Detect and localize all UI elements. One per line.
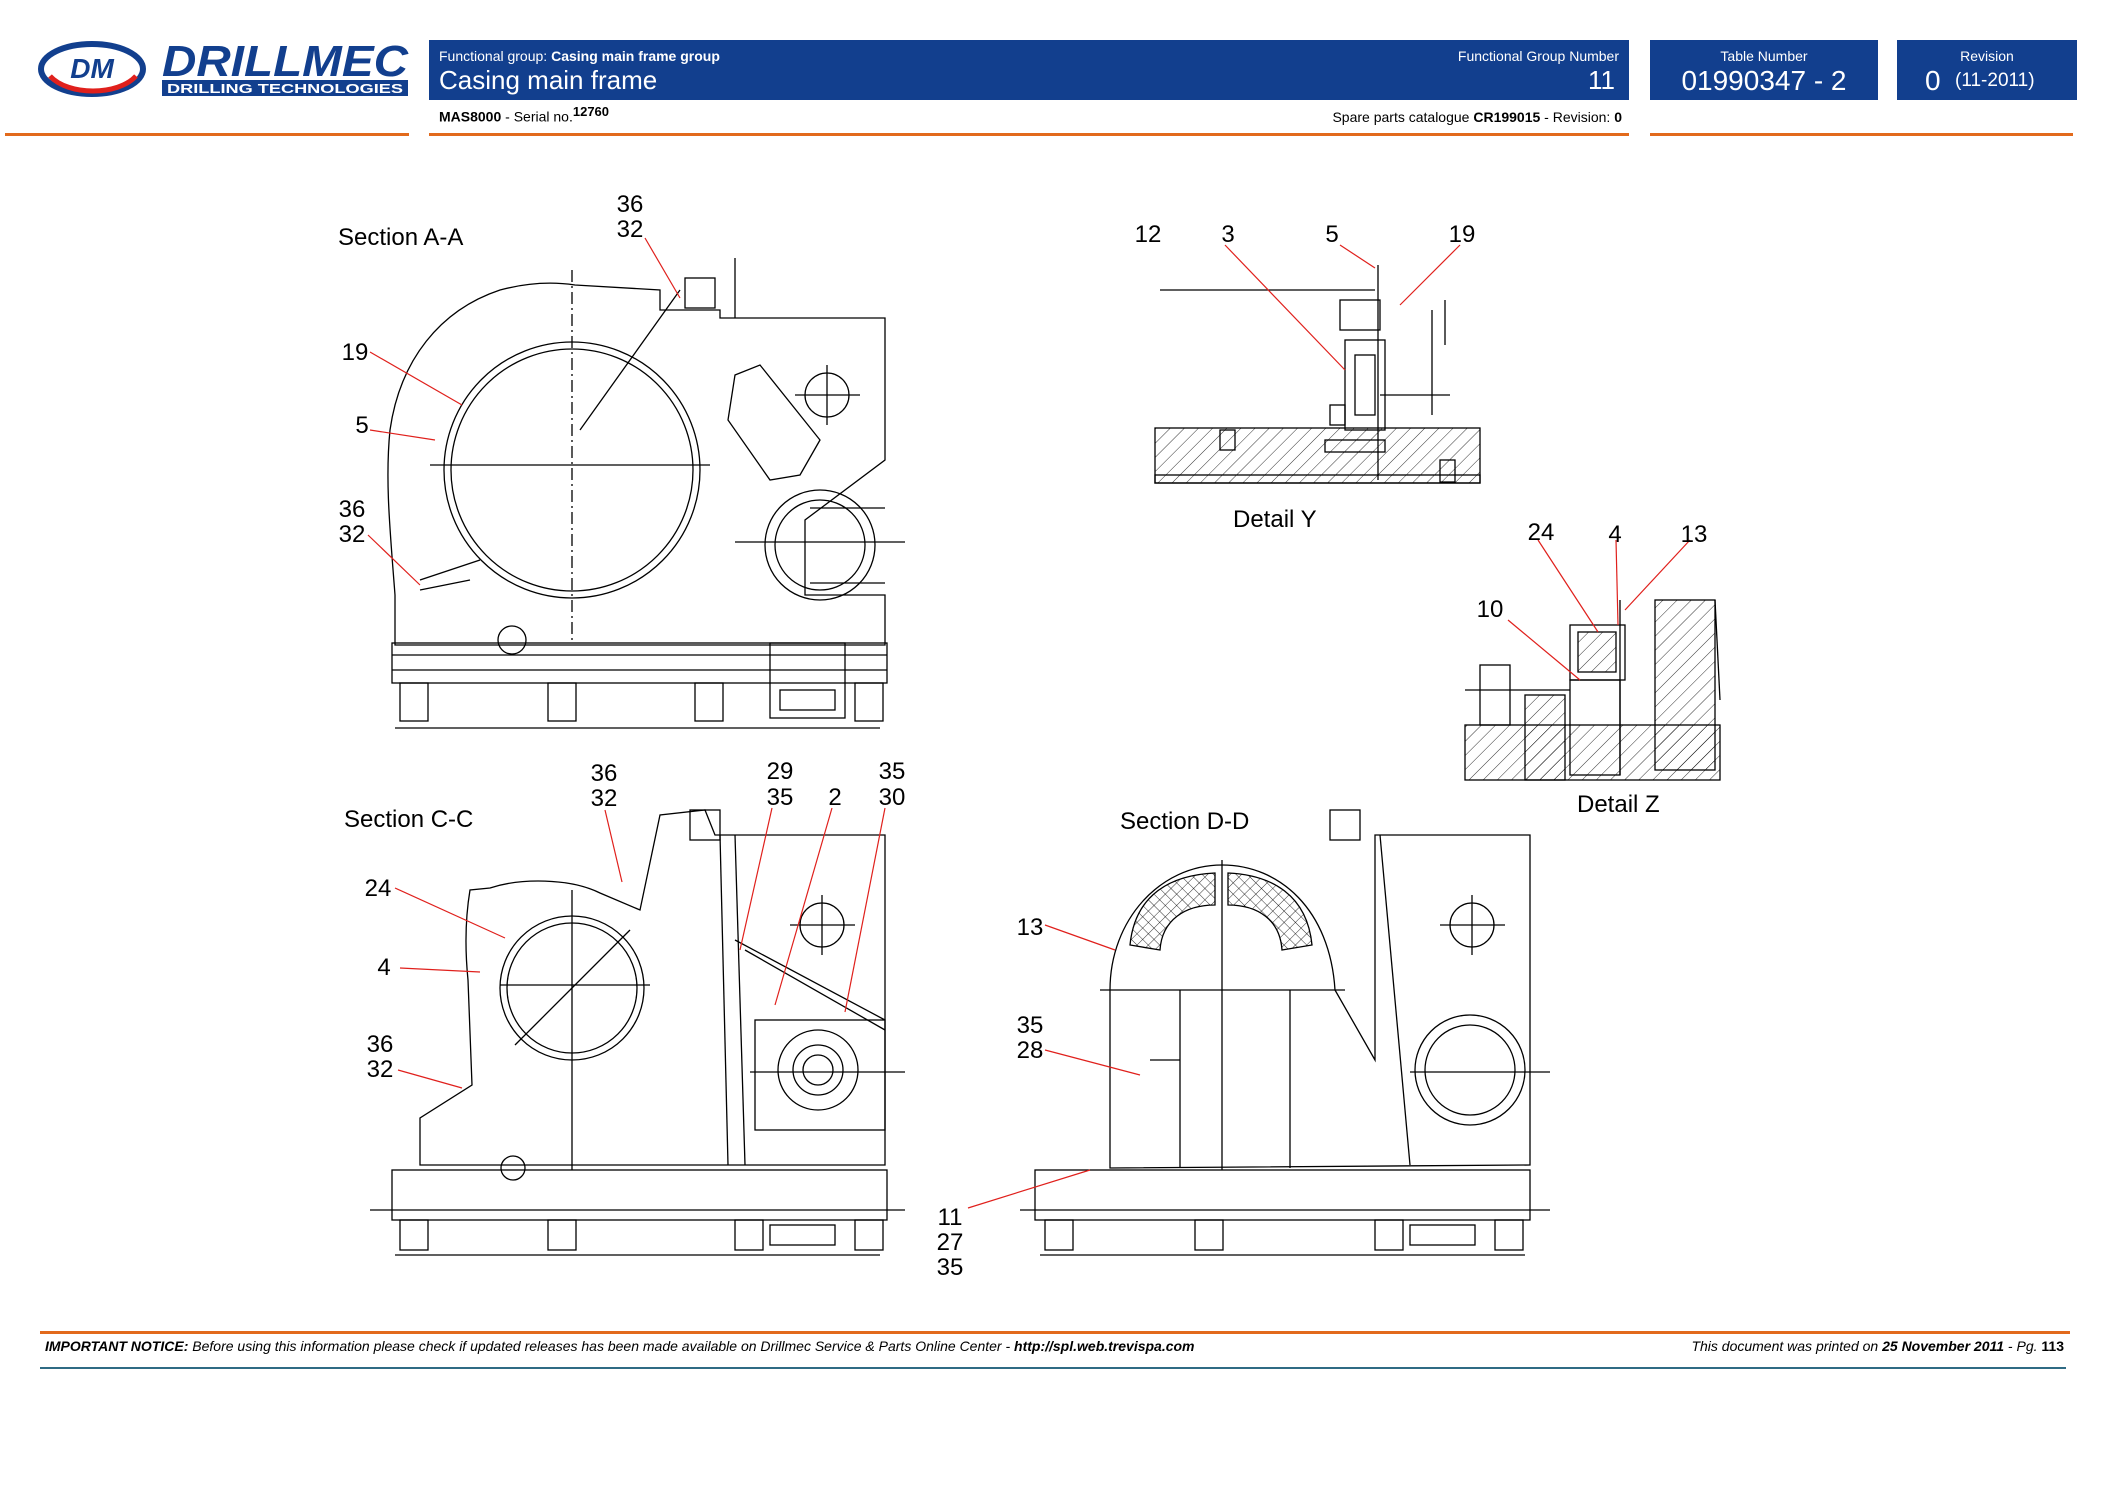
table-number-box: Table Number 01990347 - 2 [1650,40,1878,100]
header-rule-left [5,133,409,136]
callout-36: 36 [339,496,366,523]
callout-36: 36 [617,191,644,218]
revision-label: Revision [1960,48,2014,64]
functional-group-number: 11 [1588,65,1615,95]
table-number-label: Table Number [1720,48,1808,64]
section-cc-label: Section C-C [344,806,473,833]
callout-10: 10 [1477,596,1504,623]
callout-5: 5 [355,412,368,439]
header-title-bar: Functional group: Casing main frame grou… [429,40,1629,100]
callout-35: 35 [879,758,906,785]
callout-27: 27 [937,1229,964,1256]
callout-35: 35 [767,784,794,811]
functional-group: Functional group: Casing main frame grou… [439,48,720,64]
section-aa-view [387,258,905,729]
callout-12: 12 [1135,221,1162,248]
callout-30: 30 [879,784,906,811]
revision-date: (11-2011) [1955,70,2035,91]
header-rule-main [429,133,1629,136]
callout-29: 29 [767,758,794,785]
callout-5: 5 [1325,221,1338,248]
section-dd-view [1020,809,1550,1256]
table-number: 01990347 - 2 [1681,65,1847,96]
detail-z-view [1464,599,1721,781]
model-serial: MAS8000 - Serial no.12760 [439,104,610,125]
revision-box: Revision 0 (11-2011) [1897,40,2077,100]
callout-19: 19 [1449,221,1476,248]
print-info: This document was printed on 25 November… [1691,1338,2064,1354]
footer-rule-bottom [40,1367,2066,1369]
detail-y-view [1154,265,1481,484]
logo-emblem-icon [38,41,146,97]
callout-19: 19 [342,339,369,366]
callout-13: 13 [1681,521,1708,548]
section-dd-label: Section D-D [1120,808,1249,835]
page-number: 113 [2041,1338,2064,1354]
section-aa-label: Section A-A [338,224,463,251]
callout-32: 32 [367,1056,394,1083]
callout-13: 13 [1017,914,1044,941]
callout-4: 4 [1608,521,1621,548]
brand-tagline: DRILLING TECHNOLOGIES [167,81,403,96]
callout-36: 36 [367,1031,394,1058]
important-notice: IMPORTANT NOTICE: Before using this info… [45,1338,1195,1354]
detail-y-label: Detail Y [1233,506,1317,533]
header-rule-right [1650,133,2073,136]
callout-35: 35 [1017,1012,1044,1039]
callout-32: 32 [339,521,366,548]
callout-4: 4 [377,954,390,981]
catalogue-info: Spare parts catalogue CR199015 - Revisio… [1332,109,1622,125]
callout-24: 24 [1528,519,1555,546]
svg-text:DM: DM [70,53,114,84]
callout-11: 11 [938,1204,963,1231]
section-cc-view [370,809,905,1256]
drillmec-logo: DM DRILLMEC DRILLING TECHNOLOGIES [38,37,409,97]
callout-35: 35 [937,1254,964,1281]
notice-url-link[interactable]: http://spl.web.trevispa.com [1014,1338,1195,1354]
callout-2: 2 [828,784,841,811]
callout-32: 32 [617,216,644,243]
callout-28: 28 [1017,1037,1044,1064]
callout-36: 36 [591,760,618,787]
page-title: Casing main frame [439,65,658,95]
brand-name: DRILLMEC [162,37,409,86]
callout-24: 24 [365,875,392,902]
callout-3: 3 [1221,221,1234,248]
functional-group-number-label: Functional Group Number [1457,48,1619,64]
detail-z-label: Detail Z [1577,791,1660,818]
leader-lines [367,237,1691,1209]
revision-number: 0 [1925,65,1941,96]
callout-32: 32 [591,785,618,812]
footer-rule-top [40,1331,2070,1334]
